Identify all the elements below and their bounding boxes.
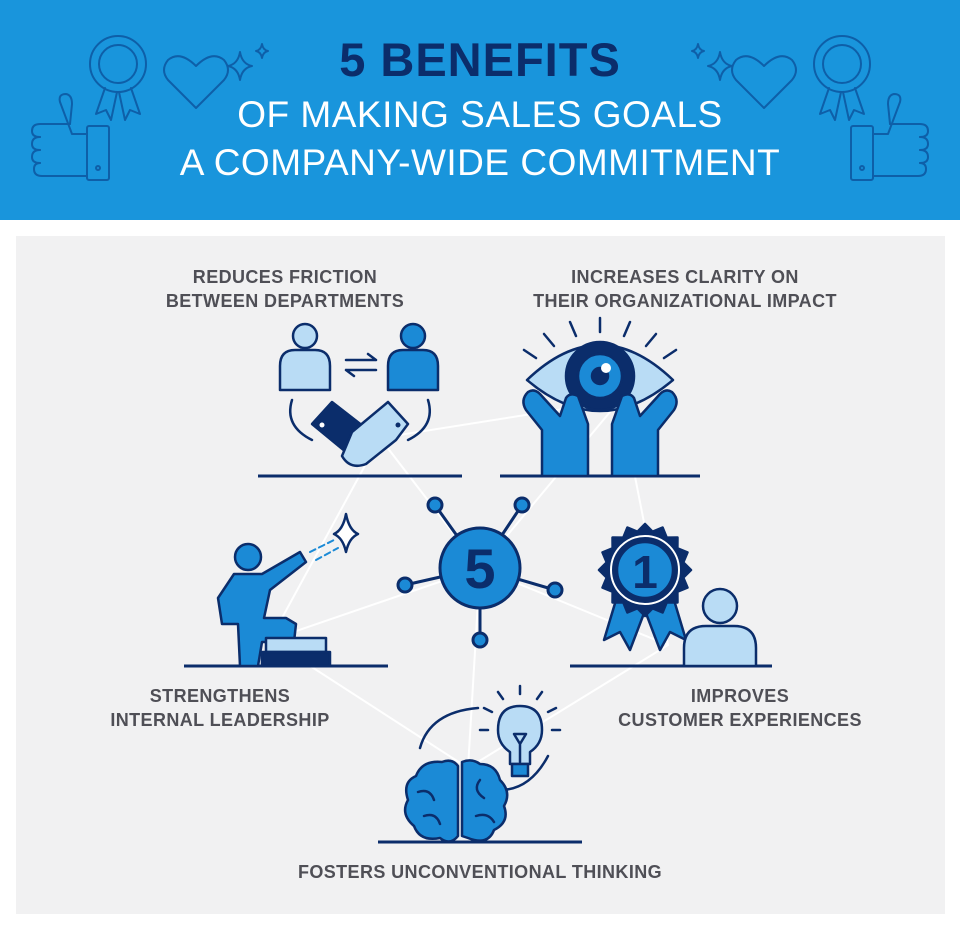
badge-number: 1	[632, 546, 658, 598]
handshake-icon	[278, 322, 440, 467]
sparkle-icon	[255, 43, 269, 59]
eye-hands-icon	[522, 316, 678, 478]
header-banner: 5 BENEFITS OF MAKING SALES GOALS A COMPA…	[0, 0, 960, 220]
hub-node-icon	[396, 496, 564, 649]
sparkle-icon	[691, 43, 705, 59]
star-icon	[332, 512, 360, 554]
customer-person-icon	[682, 587, 758, 668]
heart-icon	[163, 55, 229, 109]
sparkle-icon	[227, 51, 253, 81]
thumbs-up-icon	[850, 93, 929, 181]
lightbulb-icon	[478, 684, 562, 778]
benefit-label-fosters-thinking: FOSTERS UNCONVENTIONAL THINKING	[297, 862, 663, 882]
heart-icon	[731, 55, 797, 109]
exchange-arrows-icon	[344, 352, 378, 378]
thumbs-up-icon	[31, 93, 110, 181]
page-subtitle-line-2: A COMPANY-WIDE COMMITMENT	[179, 142, 781, 183]
hub-number: 5	[464, 537, 495, 600]
benefit-label-strengthens-leadership: STRENGTHENS INTERNAL LEADERSHIP	[110, 686, 330, 730]
page-subtitle-line-1: OF MAKING SALES GOALS	[237, 94, 723, 135]
brain-lightbulb-icon	[403, 684, 562, 843]
award-ribbon-icon	[813, 35, 871, 121]
benefit-label-reduces-friction: REDUCES FRICTION BETWEEN DEPARTMENTS	[165, 267, 405, 311]
benefit-label-improves-customer: IMPROVES CUSTOMER EXPERIENCES	[618, 686, 862, 730]
benefit-label-increases-clarity: INCREASES CLARITY ON THEIR ORGANIZATIONA…	[533, 267, 837, 311]
person-icon	[386, 322, 440, 392]
header-decoration	[31, 35, 929, 181]
sparkle-icon	[707, 51, 733, 81]
page-title: 5 BENEFITS	[339, 33, 621, 86]
award-ribbon-icon	[597, 522, 693, 652]
award-ribbon-icon	[89, 35, 147, 121]
eyelash-icon	[522, 316, 678, 360]
person-icon	[278, 322, 332, 392]
leader-figure-icon	[216, 512, 360, 668]
